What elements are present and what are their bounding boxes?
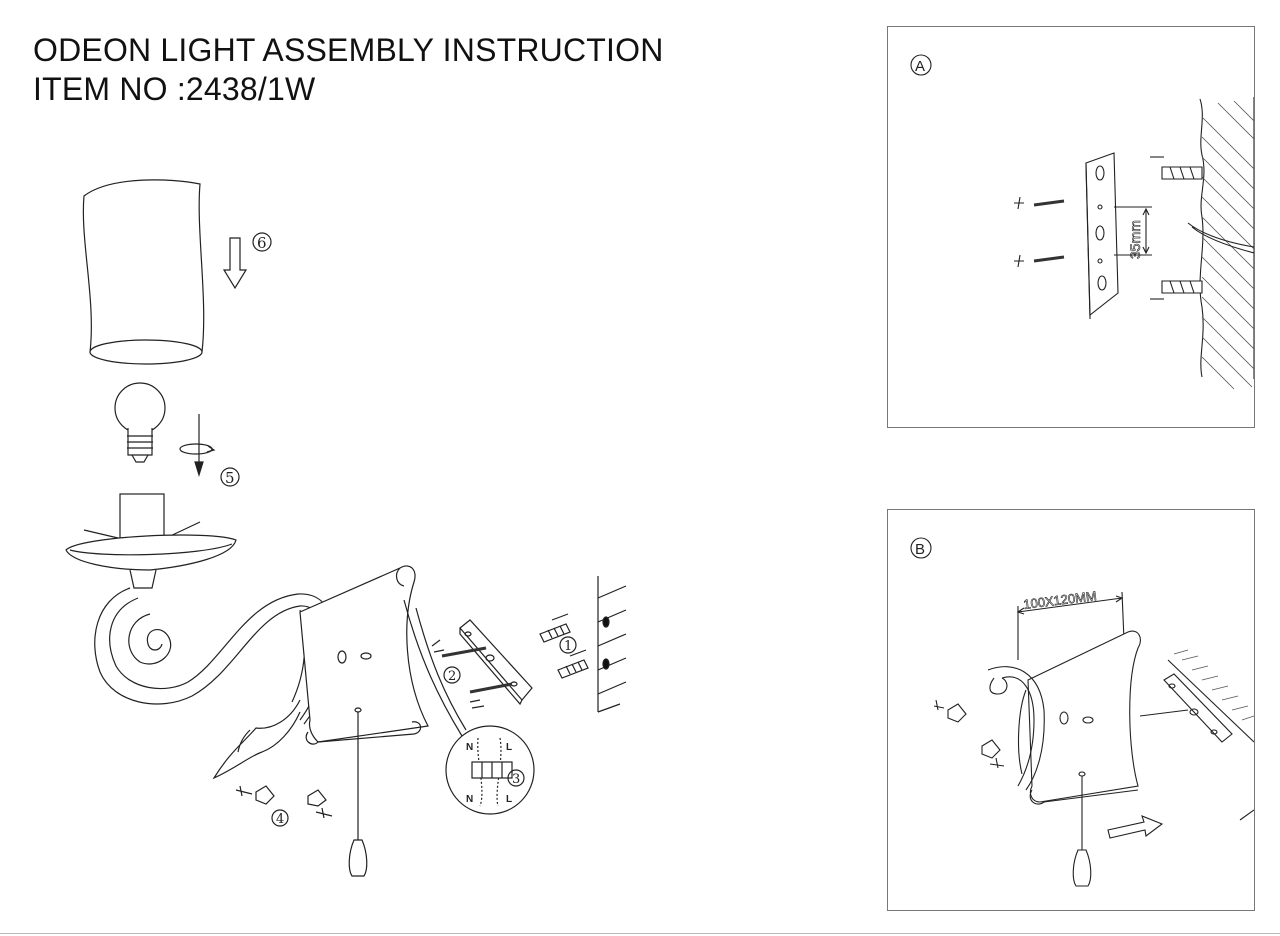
panel-b-marker: [910, 537, 932, 559]
panel-a-marker: [910, 54, 932, 76]
guide-line: [1139, 709, 1189, 717]
panel-b-label: B: [915, 541, 925, 558]
power-wires: [1187, 222, 1254, 254]
wall-anchor-icon: [1150, 280, 1203, 300]
panel-a-drawing: A: [910, 54, 1254, 390]
wiring-n-bottom: N: [466, 794, 473, 805]
step-6-marker: [252, 232, 272, 252]
step-1-label: 1: [564, 639, 572, 654]
item-number: ITEM NO :2438/1W: [33, 71, 316, 107]
panel-b-dimension: 100X120MM: [1023, 588, 1098, 612]
mounting-bracket: [459, 619, 533, 706]
step-5-label: 5: [225, 469, 235, 487]
wiring-l-bottom: L: [506, 794, 512, 805]
scroll-arm: [987, 666, 1045, 791]
finial-caps: [933, 699, 1005, 769]
mounting-bracket: [1163, 673, 1233, 743]
screw-icon: [1014, 254, 1065, 268]
wall-section: [597, 576, 627, 713]
light-bulb-icon: [114, 382, 166, 463]
wall-backplate: [1027, 630, 1141, 805]
screw-icon: [469, 682, 513, 709]
panel-a-dimension: 35mm: [1127, 220, 1143, 259]
step-2-label: 2: [448, 669, 456, 684]
screw-icon: [1014, 196, 1065, 210]
wiring-detail: [403, 599, 535, 815]
panel-a-label: A: [915, 58, 925, 75]
step-2-marker: [443, 666, 461, 684]
wall-anchor-icon: [557, 649, 589, 679]
step-1-marker: [559, 636, 577, 654]
down-arrow-icon: [222, 237, 248, 290]
document-title: ODEON LIGHT ASSEMBLY INSTRUCTION: [33, 32, 664, 68]
mounting-bracket: [1085, 152, 1119, 320]
page-bottom-rule: [0, 933, 1280, 934]
wall-section: [1167, 649, 1254, 821]
screw-icon: [431, 639, 487, 658]
finial-caps: [235, 785, 333, 819]
detail-panel-a: A: [887, 26, 1255, 428]
leaf-ornament: [212, 699, 301, 780]
lamp-holder: [65, 493, 237, 589]
dimension-marker: [1016, 591, 1125, 660]
step-3-marker: [507, 769, 525, 787]
glass-shade: [82, 179, 205, 365]
step-4-label: 4: [276, 812, 284, 827]
rotate-arrow-icon: [179, 443, 216, 455]
wall-section: [1199, 97, 1254, 390]
pull-chain: [1072, 771, 1092, 887]
pull-chain: [348, 707, 368, 877]
dimension-marker: [1114, 206, 1152, 256]
step-4-marker: [271, 809, 289, 827]
wiring-l-top: L: [506, 742, 512, 753]
step-3-label: 3: [512, 772, 520, 787]
step-5-marker: [220, 467, 240, 487]
wiring-n-top: N: [466, 742, 473, 753]
detail-panel-b: B 100X120MM: [887, 509, 1255, 911]
panel-b-drawing: B 100X120MM: [910, 537, 1254, 887]
down-arrow-icon: [194, 414, 204, 478]
wall-anchor-icon: [539, 613, 571, 643]
step-6-label: 6: [257, 234, 267, 252]
wall-anchor-icon: [1150, 156, 1203, 180]
right-arrow-icon: [1107, 815, 1164, 839]
wall-backplate: [299, 565, 429, 745]
